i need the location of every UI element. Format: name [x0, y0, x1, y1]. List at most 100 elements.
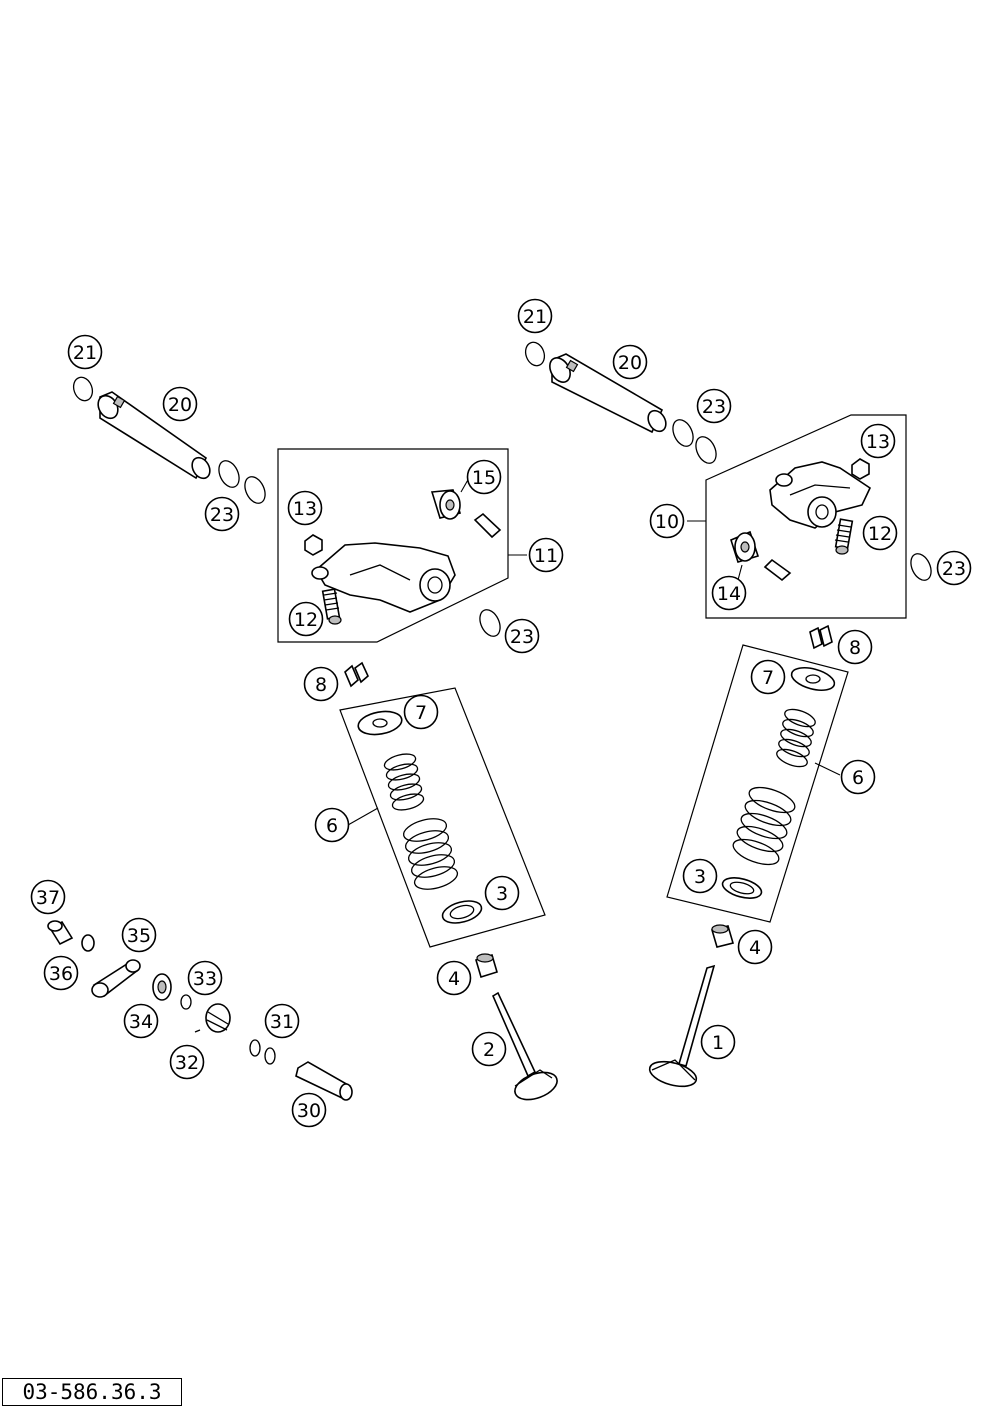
- left-valve-spring-assembly: [339, 661, 558, 1101]
- nut-13-right: [851, 458, 870, 480]
- callout-number: 14: [717, 583, 741, 605]
- right-rocker-shaft-assembly: [524, 341, 932, 619]
- o-ring-21-right: [524, 341, 546, 367]
- callout-l23a: 23: [204, 496, 240, 532]
- callout-l2: 2: [471, 1031, 507, 1067]
- callout-number: 30: [297, 1100, 321, 1122]
- callout-number: 36: [49, 963, 73, 985]
- callout-circle: [436, 960, 472, 996]
- rocker-arm-10: [769, 461, 872, 529]
- washer-23-right-c: [910, 553, 932, 581]
- callout-circle: [696, 388, 732, 424]
- callout-number: 37: [36, 887, 60, 909]
- left-rocker-frame: [277, 448, 509, 643]
- callout-circle: [612, 344, 648, 380]
- callout-circle: [123, 1003, 159, 1039]
- callout-circle: [700, 1024, 736, 1060]
- adjusting-screw-12-right: [834, 518, 854, 555]
- callout-number: 23: [510, 626, 534, 648]
- outer-valve-spring-left: [402, 818, 459, 890]
- callout-c37: 37: [30, 879, 66, 915]
- callout-circle: [291, 1092, 327, 1128]
- valve-2-intake: [491, 991, 558, 1101]
- callout-circle: [121, 917, 157, 953]
- callout-number: 20: [168, 394, 192, 416]
- callout-l6: 6: [314, 807, 350, 843]
- callout-l13: 13: [287, 490, 323, 526]
- washer-23-right-a: [672, 419, 694, 447]
- outer-valve-spring-right: [732, 786, 796, 866]
- callout-circle: [837, 629, 873, 665]
- callout-r3: 3: [682, 858, 718, 894]
- callout-r14: 14: [711, 575, 747, 611]
- callout-l15: 15: [466, 459, 502, 495]
- callout-c34: 34: [123, 1003, 159, 1039]
- callout-c35: 35: [121, 917, 157, 953]
- callout-number: 34: [129, 1011, 153, 1033]
- callout-number: 35: [127, 925, 151, 947]
- callout-r12: 12: [862, 515, 898, 551]
- callout-number: 23: [210, 504, 234, 526]
- washer-36: [81, 934, 95, 952]
- roller-pin-right: [763, 558, 792, 582]
- adjusting-screw-12-left: [321, 588, 342, 625]
- nut-13-left: [304, 534, 323, 556]
- callout-l8: 8: [303, 666, 339, 702]
- callout-l3: 3: [484, 875, 520, 911]
- callout-number: 33: [193, 968, 217, 990]
- right-spring-frame: [666, 644, 849, 923]
- rocker-shaft-20-left: [97, 391, 211, 480]
- o-ring-33: [180, 994, 192, 1010]
- o-ring-31-b: [264, 1047, 276, 1065]
- roller-15-left: [430, 489, 462, 520]
- callout-number: 21: [523, 306, 547, 328]
- callout-l7: 7: [403, 694, 439, 730]
- callout-circle: [30, 879, 66, 915]
- washer-23-left-c: [479, 609, 501, 637]
- callout-r20: 20: [612, 344, 648, 380]
- callout-number: 4: [749, 937, 761, 959]
- inner-valve-spring-left: [383, 753, 425, 811]
- seal-34: [152, 973, 172, 1001]
- callout-r10: 10: [649, 503, 685, 539]
- callout-number: 12: [868, 523, 892, 545]
- washer-23-right-b: [695, 436, 717, 464]
- reference-code-box: 03-586.36.3: [2, 1378, 182, 1406]
- callout-circle: [862, 515, 898, 551]
- washer-23-left-a: [218, 460, 240, 488]
- callout-number: 7: [762, 667, 774, 689]
- callout-circle: [43, 955, 79, 991]
- callout-circle: [169, 1044, 205, 1080]
- callout-c33: 33: [187, 960, 223, 996]
- inner-valve-spring-right: [776, 708, 816, 768]
- callout-circle: [314, 807, 350, 843]
- callout-c31: 31: [264, 1003, 300, 1039]
- callout-circle: [517, 298, 553, 334]
- right-valve-spring-assembly: [648, 624, 849, 1088]
- washer-23-left-b: [244, 476, 266, 504]
- callout-r21: 21: [517, 298, 553, 334]
- callout-l11: 11: [528, 537, 564, 573]
- spring-retainer-7-left: [357, 710, 403, 736]
- callout-circle: [484, 875, 520, 911]
- valve-keepers-8-right: [809, 624, 833, 650]
- callout-circle: [162, 386, 198, 422]
- callout-r7: 7: [750, 659, 786, 695]
- valve-keepers-8-left: [344, 661, 369, 688]
- callout-r6: 6: [840, 759, 876, 795]
- callout-number: 10: [655, 511, 679, 533]
- callout-number: 15: [472, 467, 496, 489]
- callout-number: 31: [270, 1011, 294, 1033]
- callout-number: 4: [448, 968, 460, 990]
- callout-circle: [403, 694, 439, 730]
- callout-r4: 4: [737, 929, 773, 965]
- callout-circle: [711, 575, 747, 611]
- rocker-arm-11: [311, 542, 456, 613]
- o-ring-21-left: [72, 376, 94, 402]
- roller-14-right: [730, 530, 760, 563]
- callout-circle: [750, 659, 786, 695]
- callout-c36: 36: [43, 955, 79, 991]
- callout-number: 13: [293, 498, 317, 520]
- callout-l23b: 23: [504, 618, 540, 654]
- callout-number: 13: [866, 431, 890, 453]
